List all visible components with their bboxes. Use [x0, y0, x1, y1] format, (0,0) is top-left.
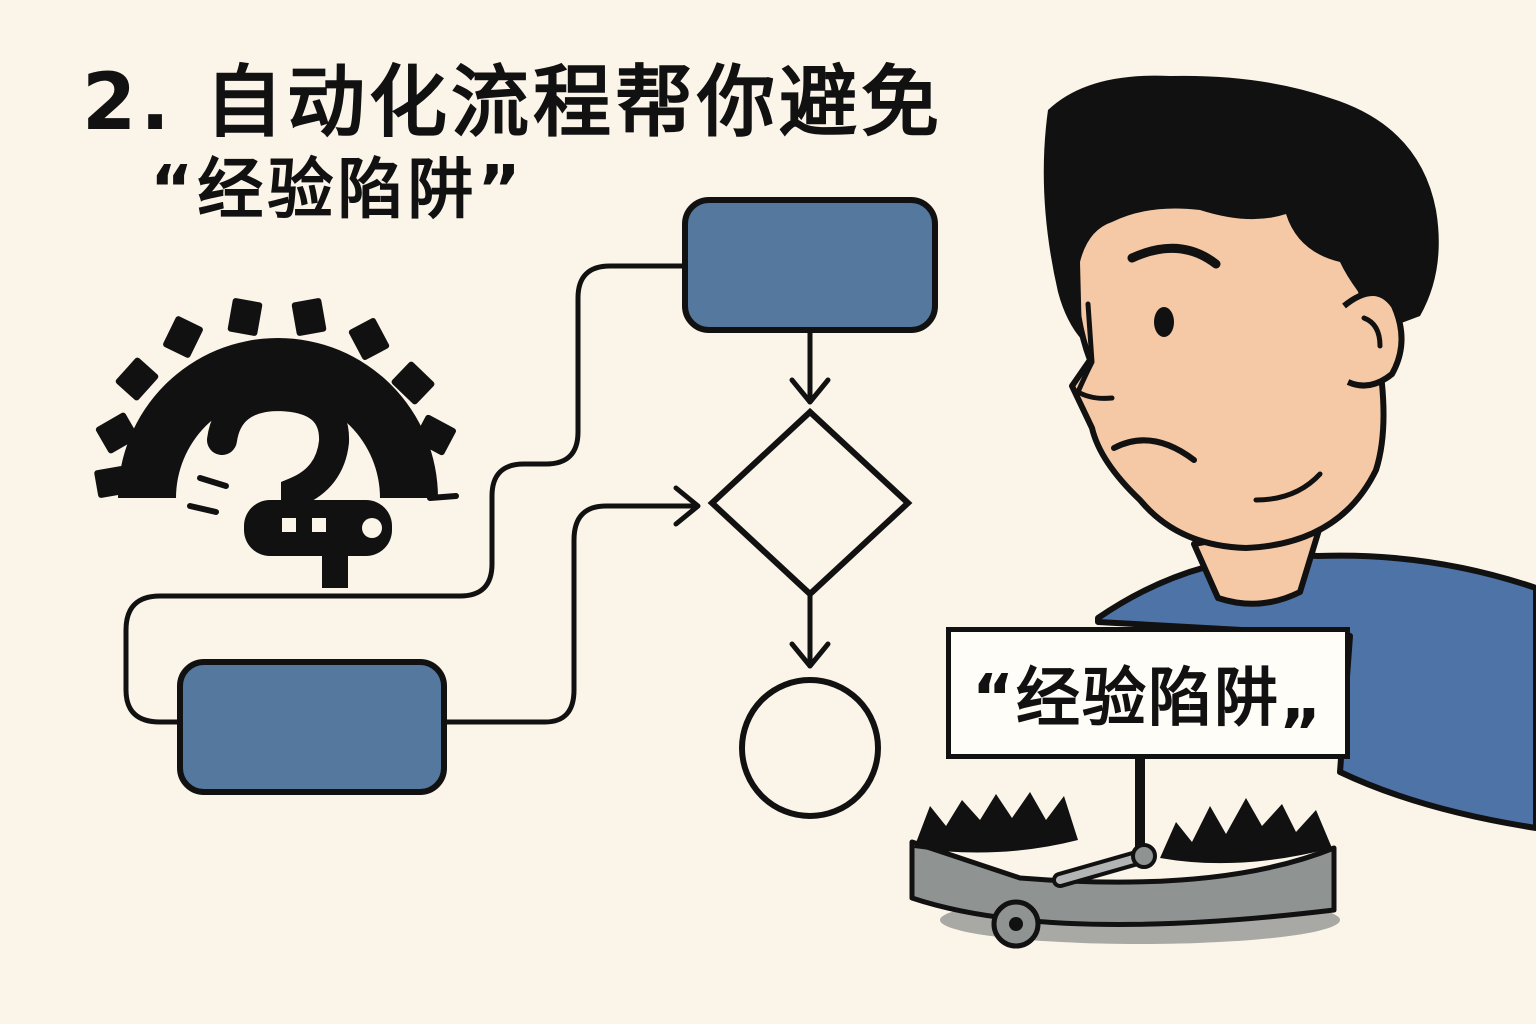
eyebrow — [1127, 243, 1221, 269]
end-circle — [739, 677, 881, 819]
trap-sign: “经验陷阱„ — [946, 627, 1350, 759]
bear-trap-icon — [909, 756, 1340, 949]
eye — [1154, 307, 1174, 337]
flow-connectors — [123, 263, 831, 725]
trap-sign-label: “经验陷阱„ — [971, 662, 1325, 736]
question-mark-icon — [187, 380, 459, 588]
process-box-top — [682, 197, 938, 333]
ear — [1342, 290, 1405, 389]
title-line-1: 2. 自动化流程帮你避免 — [82, 58, 944, 148]
gear-icon — [94, 298, 456, 498]
process-box-bottom — [177, 659, 447, 795]
title-line-2: “经验陷阱” — [150, 151, 525, 228]
worried-man — [1043, 75, 1536, 831]
hair — [1043, 75, 1439, 340]
mouth — [1111, 437, 1197, 463]
decision-diamond — [707, 407, 913, 599]
